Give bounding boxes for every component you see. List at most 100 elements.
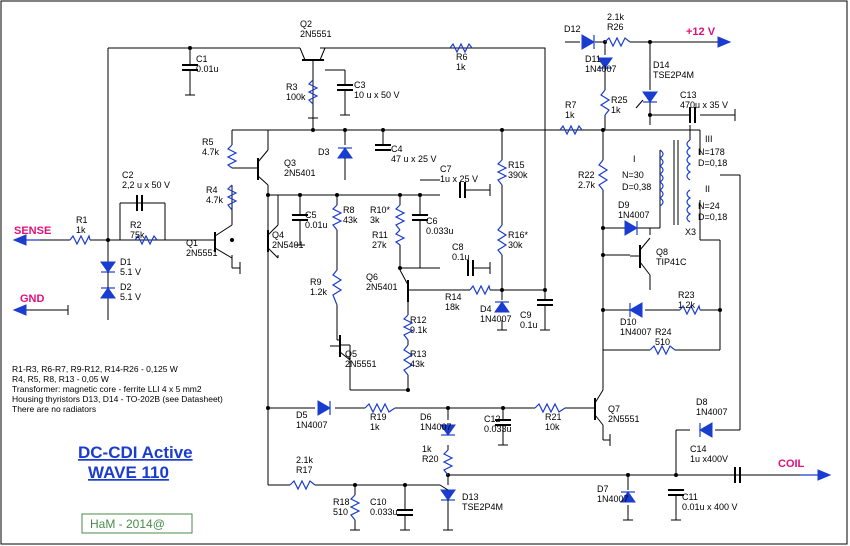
d9-designator: D9 <box>618 200 630 210</box>
gnd-arrow-icon <box>12 304 27 316</box>
c12-designator: C12 <box>484 414 501 424</box>
note-line-5: There are no radiators <box>12 404 96 414</box>
c8-designator: C8 <box>452 242 464 252</box>
d12-designator: D12 <box>564 24 581 34</box>
q1-value: 2N5551 <box>186 248 218 258</box>
r21-designator: R21 <box>545 412 562 422</box>
r11-designator: R11 <box>372 230 388 240</box>
c5-value: 0.01u <box>305 220 328 230</box>
signature: HaM - 2014@ <box>90 517 165 531</box>
winding-3-wire: D=0,18 <box>698 158 727 168</box>
winding-1-name: I <box>633 154 636 164</box>
c3-value: 10 u x 50 V <box>354 90 400 100</box>
r16-value: 30k <box>508 240 523 250</box>
terminal-arrows <box>12 36 832 481</box>
r14-designator: R14 <box>445 292 462 302</box>
r11-value: 27k <box>372 240 387 250</box>
c13-value: 470u x 35 V <box>680 100 728 110</box>
winding-2-wire: D=0,18 <box>698 212 727 222</box>
d9-value: 1N4007 <box>618 210 650 220</box>
r8-value: 43k <box>343 215 358 225</box>
r3-value: 100k <box>286 92 306 102</box>
r3-designator: R3 <box>286 82 298 92</box>
d3-designator: D3 <box>318 147 330 157</box>
c9-designator: C9 <box>520 310 532 320</box>
c12-value: 0.033u <box>484 424 512 434</box>
r4-designator: R4 <box>206 185 218 195</box>
winding-2-turns: N=24 <box>698 201 720 211</box>
r12-value: 9.1k <box>410 325 428 335</box>
r16-designator: R16* <box>508 230 529 240</box>
d14-value: TSE2P4M <box>653 70 694 80</box>
winding-1-turns: N=30 <box>622 170 644 180</box>
r19-value: 1k <box>370 422 380 432</box>
d11-value: 1N4007 <box>585 64 617 74</box>
vplus-arrow-icon <box>717 36 732 48</box>
c8-value: 0.1u <box>452 252 470 262</box>
d13-value: TSE2P4M <box>462 502 503 512</box>
coil-arrow-icon <box>817 469 832 481</box>
resistor-symbols <box>69 36 701 521</box>
d6-designator: D6 <box>420 412 432 422</box>
c11-designator: C11 <box>682 492 698 502</box>
q8-designator: Q8 <box>656 247 668 257</box>
r9-value: 1.2k <box>310 287 328 297</box>
d10-value: 1N4007 <box>620 327 652 337</box>
d7-designator: D7 <box>597 484 609 494</box>
q7-designator: Q7 <box>608 404 620 414</box>
winding-2-name: II <box>705 184 710 194</box>
r24-designator: R24 <box>655 327 672 337</box>
r23-designator: R23 <box>678 290 695 300</box>
winding-1-wire: D=0,38 <box>622 182 651 192</box>
r18-value: 510 <box>333 507 348 517</box>
winding-3-name: III <box>705 134 713 144</box>
c2-designator: C2 <box>122 170 134 180</box>
d2-designator: D2 <box>120 282 132 292</box>
r19-designator: R19 <box>370 412 387 422</box>
note-line-2: R4, R5, R8, R13 - 0,05 W <box>12 374 109 384</box>
r17-designator: 2.1k <box>296 455 314 465</box>
q5-value: 2N5551 <box>345 359 377 369</box>
r17-value: R17 <box>296 465 313 475</box>
r22-designator: R22 <box>578 170 595 180</box>
r4-value: 4.7k <box>206 195 224 205</box>
d8-designator: D8 <box>696 397 708 407</box>
r25-value: 1k <box>611 105 621 115</box>
c7-designator: C7 <box>440 164 452 174</box>
q6-designator: Q6 <box>366 272 378 282</box>
c4-value: 47 u x 25 V <box>391 154 437 164</box>
d6-value: 1N4007 <box>420 422 452 432</box>
q4-value: 2N5401 <box>272 240 304 250</box>
r21-value: 10k <box>545 422 560 432</box>
d5-designator: D5 <box>296 410 308 420</box>
r25-designator: R25 <box>611 95 628 105</box>
gnd-label: GND <box>20 293 45 305</box>
vplus-label: +12 V <box>686 26 716 38</box>
c1-value: 0.01u <box>196 64 219 74</box>
d11-designator: D11 <box>585 54 601 64</box>
d13-designator: D13 <box>462 492 479 502</box>
q3-value: 2N5401 <box>284 168 316 178</box>
d1-designator: D1 <box>120 257 132 267</box>
d4-value: 1N4007 <box>480 314 512 324</box>
r26-value: R26 <box>607 22 624 32</box>
note-line-1: R1-R3, R6-R7, R9-R12, R14-R26 - 0,125 W <box>12 364 178 374</box>
title-line-1: DC-CDI Active <box>78 443 193 462</box>
r5-value: 4.7k <box>202 147 220 157</box>
q6-value: 2N5401 <box>366 282 398 292</box>
ground-symbols <box>185 70 736 531</box>
q2-designator: Q2 <box>300 19 312 29</box>
r6-value: 1k <box>456 62 466 72</box>
sense-label: SENSE <box>14 225 51 237</box>
r5-designator: R5 <box>202 137 214 147</box>
r15-value: 390k <box>508 170 528 180</box>
diode-symbols <box>100 34 713 510</box>
r14-value: 18k <box>445 302 460 312</box>
c1-designator: C1 <box>196 54 208 64</box>
r9-designator: R9 <box>310 277 322 287</box>
c9-value: 0.1u <box>520 320 538 330</box>
r6-designator: R6 <box>456 52 468 62</box>
r24-value: 510 <box>655 337 670 347</box>
